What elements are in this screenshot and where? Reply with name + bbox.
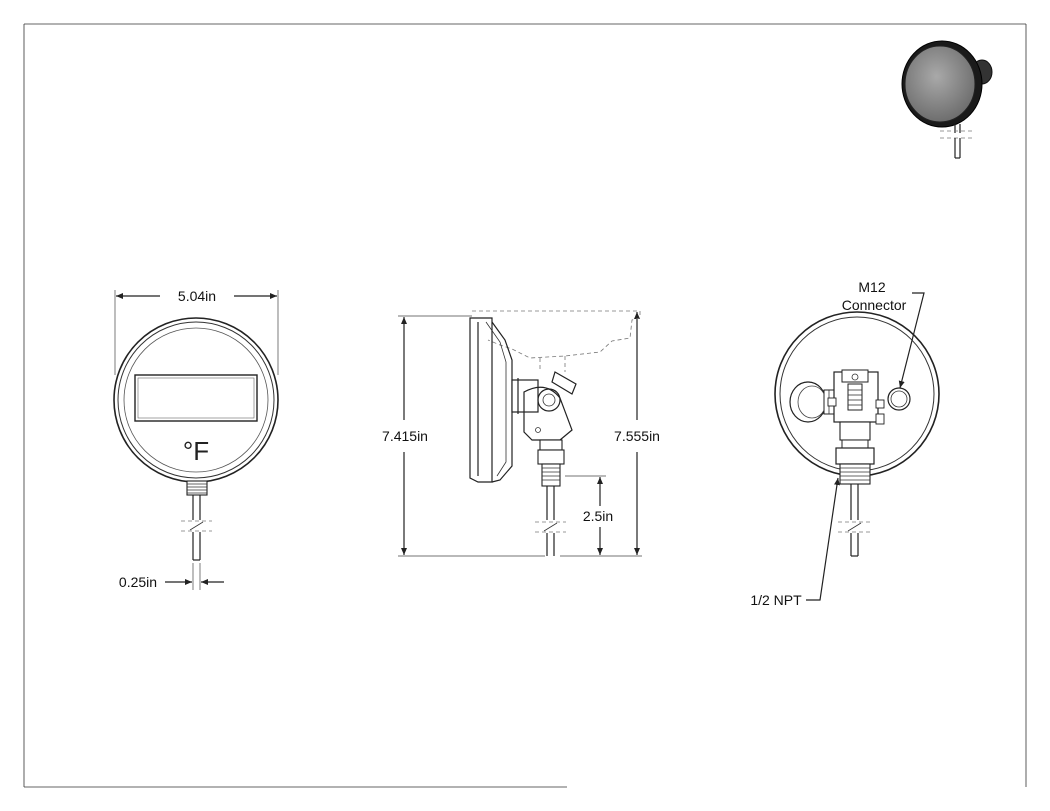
back-view: M12 Connector 1/2 NPT bbox=[750, 279, 940, 608]
m12-label-line1: M12 bbox=[858, 279, 885, 295]
front-view: 5.04in °F 0.25in bbox=[113, 288, 279, 590]
temperature-unit-label: °F bbox=[183, 436, 209, 466]
sheet-border bbox=[23, 23, 1027, 788]
lcd-display-window bbox=[134, 374, 258, 422]
width-dimension: 5.04in bbox=[178, 288, 216, 304]
m12-label-line2: Connector bbox=[842, 297, 907, 313]
isometric-thumbnail bbox=[901, 40, 993, 159]
overall-height-dimension-right: 7.555in bbox=[614, 428, 660, 444]
npt-thread-label: 1/2 NPT bbox=[750, 592, 802, 608]
side-view: 7.415in 7.555in bbox=[382, 310, 660, 557]
center-connector-block bbox=[827, 369, 885, 449]
stem-diameter-dimension: 0.25in bbox=[119, 574, 157, 590]
overall-height-dimension-left: 7.415in bbox=[382, 428, 428, 444]
thread-length-dimension: 2.5in bbox=[583, 508, 613, 524]
